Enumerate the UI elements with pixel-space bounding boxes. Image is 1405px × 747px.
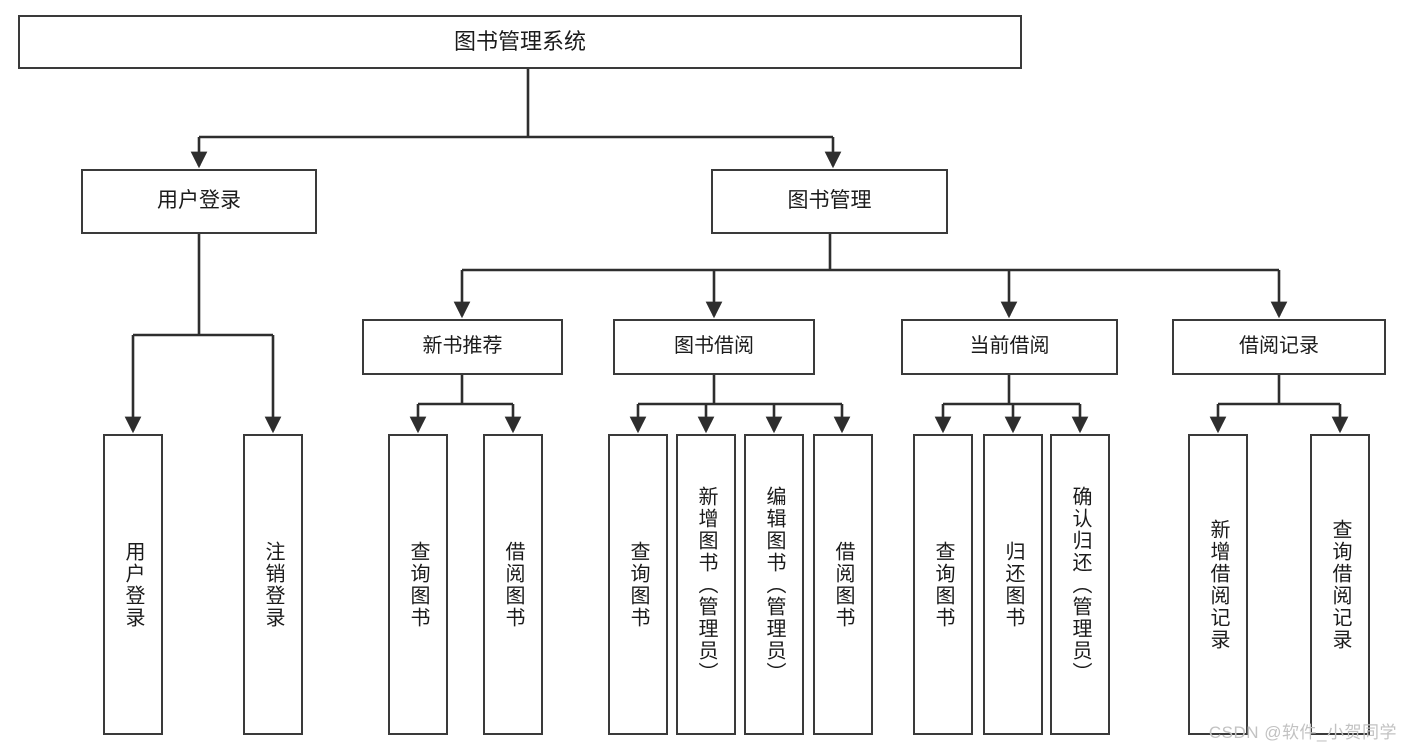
node-root-label: 图书管理系统 (453, 28, 586, 54)
node-book-manage[interactable]: 图书管理 (711, 169, 948, 234)
node-leaf-add-record[interactable]: 新增借阅记录 (1188, 434, 1248, 735)
watermark-label: CSDN @软件_小贺同学 (1208, 723, 1397, 742)
node-leaf-user-login-label: 用户登录 (122, 540, 144, 629)
node-leaf-user-login[interactable]: 用户登录 (103, 434, 163, 735)
node-new-book-recommend-label: 新书推荐 (422, 335, 503, 358)
node-leaf-query-record[interactable]: 查询借阅记录 (1310, 434, 1370, 735)
node-leaf-query-book-2-label: 查询图书 (627, 540, 649, 629)
node-user-login-label: 用户登录 (157, 189, 241, 213)
node-leaf-confirm-return[interactable]: 确认归还（管理员） (1050, 434, 1110, 735)
node-leaf-confirm-return-label: 确认归还（管理员） (1069, 485, 1091, 684)
node-leaf-borrow-book-2[interactable]: 借阅图书 (813, 434, 873, 735)
node-leaf-query-book-1[interactable]: 查询图书 (388, 434, 448, 735)
node-book-borrow-label: 图书借阅 (674, 335, 754, 358)
node-leaf-logout-login[interactable]: 注销登录 (243, 434, 303, 735)
node-leaf-query-book-1-label: 查询图书 (407, 540, 429, 629)
node-leaf-edit-book[interactable]: 编辑图书（管理员） (744, 434, 804, 735)
node-user-login[interactable]: 用户登录 (81, 169, 317, 234)
node-new-book-recommend[interactable]: 新书推荐 (362, 319, 563, 375)
node-leaf-query-book-2[interactable]: 查询图书 (608, 434, 668, 735)
node-leaf-query-book-3-label: 查询图书 (932, 540, 954, 629)
node-current-borrow[interactable]: 当前借阅 (901, 319, 1118, 375)
node-leaf-edit-book-label: 编辑图书（管理员） (763, 485, 785, 684)
node-leaf-add-book[interactable]: 新增图书（管理员） (676, 434, 736, 735)
node-current-borrow-label: 当前借阅 (969, 335, 1050, 358)
node-leaf-query-book-3[interactable]: 查询图书 (913, 434, 973, 735)
node-borrow-record-label: 借阅记录 (1239, 335, 1319, 358)
node-leaf-add-record-label: 新增借阅记录 (1207, 518, 1229, 651)
node-leaf-borrow-book-2-label: 借阅图书 (832, 540, 854, 629)
node-leaf-borrow-book-1[interactable]: 借阅图书 (483, 434, 543, 735)
node-root[interactable]: 图书管理系统 (18, 15, 1022, 69)
node-leaf-query-record-label: 查询借阅记录 (1329, 518, 1351, 651)
node-borrow-record[interactable]: 借阅记录 (1172, 319, 1386, 375)
node-leaf-borrow-book-1-label: 借阅图书 (502, 540, 524, 629)
node-leaf-return-book-label: 归还图书 (1002, 540, 1024, 629)
node-book-manage-label: 图书管理 (787, 189, 872, 213)
node-book-borrow[interactable]: 图书借阅 (613, 319, 815, 375)
node-leaf-add-book-label: 新增图书（管理员） (695, 485, 717, 684)
node-leaf-logout-login-label: 注销登录 (262, 540, 284, 629)
node-leaf-return-book[interactable]: 归还图书 (983, 434, 1043, 735)
